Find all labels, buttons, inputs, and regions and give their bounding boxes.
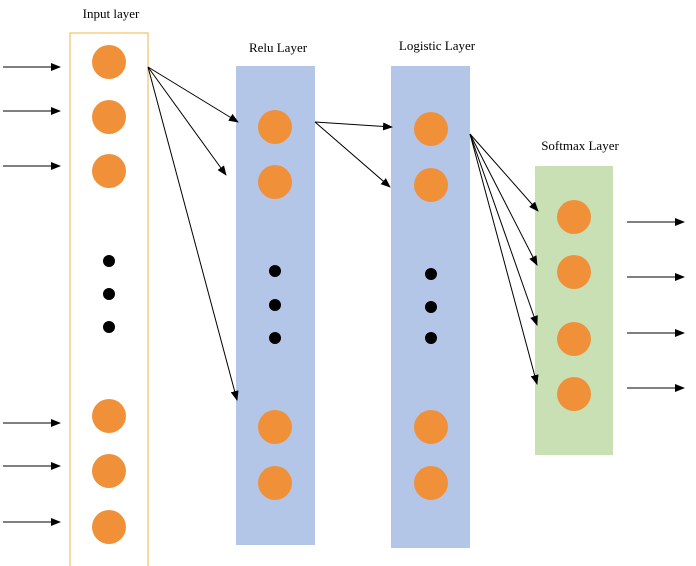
softmax-layer-label: Softmax Layer [541,138,619,153]
softmax-neuron [557,200,591,234]
connection-arrow [469,133,539,212]
ellipsis-dot [425,332,437,344]
relu-layer-label: Relu Layer [249,40,308,55]
input-neuron [92,45,126,79]
softmax-layer-neurons [557,200,591,411]
ellipsis-dot [269,299,281,311]
ellipsis-dot [103,255,115,267]
relu-ellipsis [269,265,281,344]
input-neuron [92,510,126,544]
connection-arrow [314,121,391,188]
softmax-neuron [557,377,591,411]
connection-arrow [147,66,227,176]
ellipsis-dot [425,301,437,313]
relu-layer-neurons [258,110,292,500]
ellipsis-dot [103,321,115,333]
logistic-layer-label: Logistic Layer [399,38,476,53]
relu-neuron [258,110,292,144]
ellipsis-dot [103,288,115,300]
softmax-neuron [557,255,591,289]
connection-arrow [314,121,393,131]
logistic-neuron [414,466,448,500]
relu-neuron [258,410,292,444]
relu-to-logistic-connections [314,121,393,188]
input-layer-neurons [92,45,126,544]
connection-arrow [147,66,239,401]
input-neuron [92,154,126,188]
connection-arrow [469,133,538,266]
input-ellipsis [103,255,115,333]
input-neuron [92,399,126,433]
logistic-neuron [414,410,448,444]
input-layer-label: Input layer [83,6,140,21]
relu-neuron [258,165,292,199]
input-neuron [92,454,126,488]
ellipsis-dot [269,265,281,277]
output-arrows [627,218,685,392]
logistic-neuron [414,112,448,146]
logistic-neuron [414,168,448,202]
connection-arrow [469,133,539,385]
connection-arrow [147,66,239,123]
ellipsis-dot [425,268,437,280]
softmax-neuron [557,322,591,356]
logistic-ellipsis [425,268,437,344]
input-to-relu-connections [147,66,239,401]
input-arrows [3,63,61,526]
relu-neuron [258,466,292,500]
ellipsis-dot [269,332,281,344]
logistic-layer-neurons [414,112,448,500]
input-neuron [92,100,126,134]
connection-arrow [469,133,538,326]
logistic-to-softmax-connections [469,133,539,385]
